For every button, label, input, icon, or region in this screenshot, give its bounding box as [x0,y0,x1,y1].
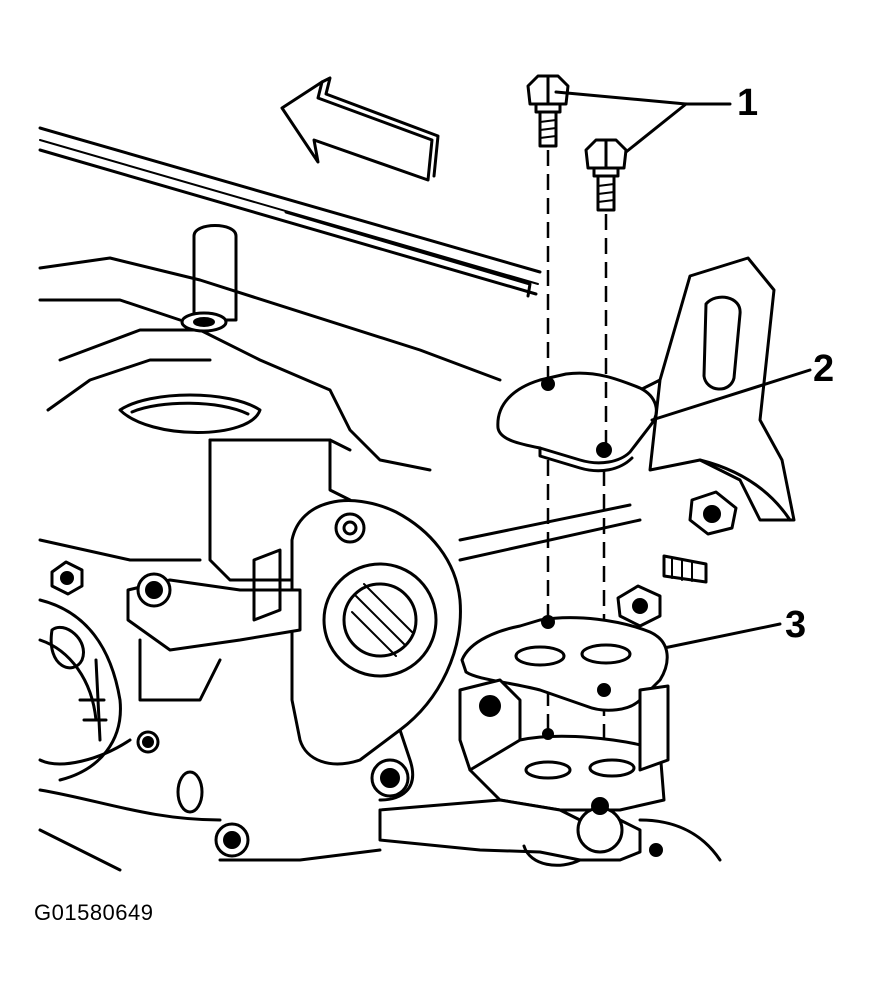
lower-mount-block [458,678,670,812]
leader-lines [554,90,812,650]
bottom-mount-foot [378,797,722,867]
left-lower-assembly [38,598,382,872]
hex-nut-upper [688,490,738,536]
breather-tube [180,224,238,333]
callout-1: 1 [737,82,759,124]
left-nut [50,560,84,596]
upper-rail [38,126,542,298]
bolt-left [526,74,570,148]
upper-mount-plate [496,371,658,473]
callout-2: 2 [813,348,835,390]
left-bracket [126,548,302,702]
bolt-right [584,138,628,212]
direction-arrow-icon [280,76,440,182]
figure-code: G01580649 [34,900,154,925]
stud [662,554,708,584]
callout-3: 3 [785,604,807,646]
upper-right-bracket [648,256,796,522]
lower-mount-plate [460,615,669,712]
timing-cover [290,499,462,802]
hex-nut-lower [616,584,662,628]
